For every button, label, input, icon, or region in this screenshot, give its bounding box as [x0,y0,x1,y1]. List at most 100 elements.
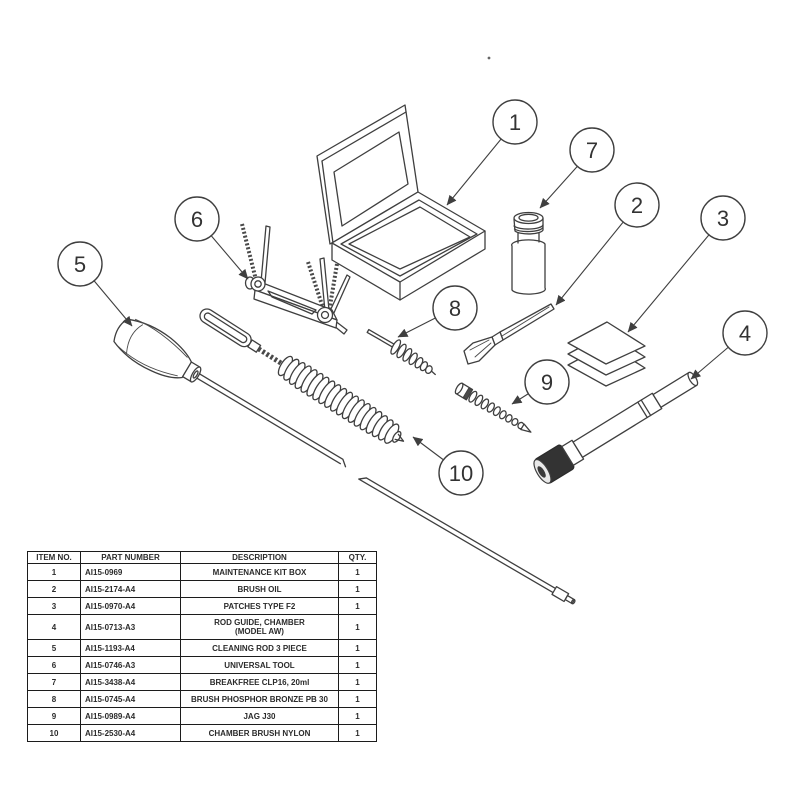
bom-row: 6 AI15-0746-A3 UNIVERSAL TOOL 1 [27,656,377,674]
bom-cell-qty: 1 [338,724,377,742]
bom-cell-desc: BRUSH OIL [180,580,339,598]
bom-cell-item: 7 [27,673,81,691]
bom-cell-desc: CLEANING ROD 3 PIECE [180,639,339,657]
callout-balloon-3 [700,195,746,241]
bom-cell-qty: 1 [338,614,377,640]
callout-balloon-8 [432,285,478,331]
bom-cell-text: 1 [355,728,360,738]
part-cleaning-rod [113,318,347,468]
part-cleaning-rod-section [358,477,576,605]
bom-cell-text: BREAKFREE CLP16, 20ml [209,677,310,687]
part-maintenance-kit-box [316,104,486,301]
bom-cell-qty: 1 [338,707,377,725]
callout-balloon-2 [614,182,660,228]
bom-cell-text: AI15-0746-A3 [85,660,136,670]
bom-cell-part: AI15-0713-A3 [80,614,181,640]
bom-cell-item: 8 [27,690,81,708]
bom-cell-part: AI15-0970-A4 [80,597,181,615]
callout-balloon-1 [492,99,538,145]
callout-balloon-4 [722,310,768,356]
bom-cell-part: AI15-3438-A4 [80,673,181,691]
bom-cell-text: 1 [355,584,360,594]
bom-cell-text: AI15-0969 [85,567,123,577]
callout-number: 4 [739,321,751,346]
bom-cell-qty: 1 [338,580,377,598]
bom-cell-desc: PATCHES TYPE F2 [180,597,339,615]
callout-balloon-9 [524,359,570,405]
callout-number: 8 [449,296,461,321]
bom-cell-desc: BRUSH PHOSPHOR BRONZE PB 30 [180,690,339,708]
bom-cell-text: JAG J30 [243,711,276,721]
callout-balloon-5 [57,241,103,287]
bom-cell-text: 1 [355,622,360,632]
stray-dot [487,56,491,60]
bom-cell-qty: 1 [338,673,377,691]
callout-number: 9 [541,370,553,395]
bom-cell-text: 5 [51,643,57,653]
bom-cell-text: AI15-0970-A4 [85,601,136,611]
bom-cell-text: UNIVERSAL TOOL [224,660,295,670]
callout-balloon-7 [569,127,615,173]
bom-cell-item: 3 [27,597,81,615]
bom-cell-text: 8 [51,694,57,704]
bom-cell-qty: 1 [338,656,377,674]
bom-header-cell: ITEM NO. [27,551,81,564]
bom-cell-desc: BREAKFREE CLP16, 20ml [180,673,339,691]
bom-row: 1 AI15-0969 MAINTENANCE KIT BOX 1 [27,563,377,581]
bom-cell-item: 6 [27,656,81,674]
bom-cell-text: 1 [355,677,360,687]
bom-cell-item: 2 [27,580,81,598]
bom-cell-part: AI15-0745-A4 [80,690,181,708]
bom-cell-text: BRUSH OIL [237,584,282,594]
bom-cell-item: 4 [27,614,81,640]
bom-cell-part: AI15-2530-A4 [80,724,181,742]
bom-cell-text: AI15-0745-A4 [85,694,136,704]
part-patches [567,321,646,387]
bom-cell-desc: CHAMBER BRUSH NYLON [180,724,339,742]
part-bronze-brush [366,328,436,376]
bom-row: 9 AI15-0989-A4 JAG J30 1 [27,707,377,725]
bom-cell-text: 1 [355,567,360,577]
bom-cell-qty: 1 [338,563,377,581]
bom-cell-desc: MAINTENANCE KIT BOX [180,563,339,581]
part-oil-brush [463,303,555,365]
bom-cell-part: AI15-2174-A4 [80,580,181,598]
bom-cell-text: CLEANING ROD 3 PIECE [212,643,307,653]
callout-number: 7 [586,138,598,163]
callout-number: 2 [631,193,643,218]
bom-cell-desc: ROD GUIDE, CHAMBER (MODEL AW) [180,614,339,640]
callout-number: 1 [509,110,521,135]
bom-cell-text: AI15-1193-A4 [85,643,135,653]
bom-row: 8 AI15-0745-A4 BRUSH PHOSPHOR BRONZE PB 30… [27,690,377,708]
bom-cell-text: 10 [49,728,59,738]
bom-cell-text: MAINTENANCE KIT BOX [212,567,307,577]
bom-header-cell: PART NUMBER [80,551,181,564]
bom-cell-text: AI15-0713-A3 [85,622,136,632]
bom-cell-text: 9 [51,711,57,721]
bom-cell-desc: JAG J30 [180,707,339,725]
callout-number: 10 [449,461,473,486]
bom-header-cell: QTY. [338,551,377,564]
callout-number: 3 [717,206,729,231]
bom-cell-text: 7 [51,677,57,687]
bom-cell-qty: 1 [338,639,377,657]
bom-row: 4 AI15-0713-A3 ROD GUIDE, CHAMBER (MODEL A… [27,614,377,640]
bom-cell-qty: 1 [338,597,377,615]
bom-cell-text: 1 [355,711,360,721]
part-chamber-brush [199,308,405,444]
bom-cell-text: 1 [355,660,360,670]
bom-cell-item: 5 [27,639,81,657]
part-oil-bottle [511,211,546,295]
callout-balloon-6 [174,196,220,242]
bom-cell-part: AI15-0969 [80,563,181,581]
bom-cell-item: 1 [27,563,81,581]
bom-cell-part: AI15-0746-A3 [80,656,181,674]
bom-header-cell: DESCRIPTION [180,551,339,564]
bom-cell-text: AI15-0989-A4 [85,711,136,721]
bom-row: 5 AI15-1193-A4 CLEANING ROD 3 PIECE 1 [27,639,377,657]
bom-cell-text: CHAMBER BRUSH NYLON [208,728,311,738]
bom-cell-text: 6 [51,660,57,670]
bom-row: 10 AI15-2530-A4 CHAMBER BRUSH NYLON 1 [27,724,377,742]
